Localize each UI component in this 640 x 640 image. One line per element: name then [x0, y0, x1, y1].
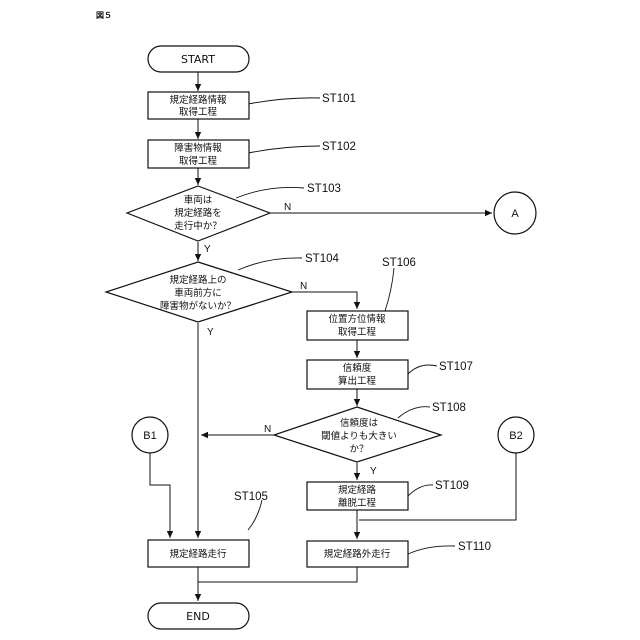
step-st110: ST110	[458, 541, 491, 553]
end-terminal: END	[148, 603, 249, 629]
st109-line-1: 規定経路	[338, 484, 377, 496]
st103-yes-label: Y	[204, 244, 211, 255]
connector-b2-label: B2	[509, 430, 522, 442]
st104-line-1: 規定経路上の	[169, 274, 226, 286]
st101-line-2: 取得工程	[179, 106, 218, 118]
step-st105: ST105	[234, 491, 268, 503]
start-terminal: START	[148, 46, 249, 72]
step-st103: ST103	[307, 183, 341, 195]
st106-box: 位置方位情報 取得工程	[307, 311, 408, 340]
st104-line-2: 車両前方に	[174, 287, 222, 299]
st108-line-2: 閾値よりも大きい	[321, 430, 397, 442]
st104-yes-label: Y	[207, 327, 214, 338]
step-st102: ST102	[322, 141, 356, 153]
st107-box: 信頼度 算出工程	[307, 360, 408, 389]
start-label: START	[181, 53, 215, 66]
st102-box: 障害物情報 取得工程	[148, 140, 249, 168]
step-st101: ST101	[322, 93, 356, 105]
st102-line-2: 取得工程	[179, 155, 218, 167]
leader-st109	[408, 485, 433, 496]
connector-a: A	[494, 192, 536, 234]
leader-st108	[398, 407, 430, 418]
st106-line-2: 取得工程	[338, 326, 377, 338]
connector-b1: B1	[132, 417, 168, 453]
st103-decision: 車両は 規定経路を 走行中か？	[127, 186, 270, 241]
figure-label: 図５	[96, 11, 112, 20]
st106-line-1: 位置方位情報	[328, 313, 386, 325]
st110-line-1: 規定経路外走行	[324, 548, 391, 560]
leader-st105	[248, 500, 262, 530]
leader-st101	[248, 98, 320, 104]
connector-b1-label: B1	[143, 430, 156, 442]
line-b1-st105	[150, 453, 170, 538]
leader-st102	[248, 146, 320, 153]
st104-no-label: N	[300, 281, 307, 292]
step-st104: ST104	[305, 253, 339, 265]
st105-line-1: 規定経路走行	[169, 548, 227, 560]
st103-line-2: 規定経路を	[174, 207, 222, 219]
st108-yes-label: Y	[370, 466, 377, 477]
leader-st104	[238, 258, 302, 270]
connector-a-label: A	[511, 208, 519, 220]
st109-box: 規定経路 離脱工程	[307, 482, 408, 510]
leader-st110	[408, 546, 455, 554]
st101-line-1: 規定経路情報	[169, 94, 227, 106]
st108-decision: 信頼度は 閾値よりも大きい か？	[274, 407, 441, 462]
step-st106: ST106	[382, 257, 416, 269]
st107-line-2: 算出工程	[338, 375, 377, 387]
st108-line-1: 信頼度は	[340, 417, 379, 429]
st103-no-label: N	[284, 202, 291, 213]
step-st107: ST107	[439, 361, 473, 373]
step-st108: ST108	[432, 402, 466, 414]
line-st104-st106	[292, 292, 357, 309]
st104-decision: 規定経路上の 車両前方に 障害物がないか？	[106, 262, 292, 322]
step-st109: ST109	[435, 480, 469, 492]
st108-line-3: か？	[349, 444, 368, 455]
st105-box: 規定経路走行	[148, 540, 249, 567]
st108-no-label: N	[264, 424, 271, 435]
st103-line-3: 走行中か？	[174, 220, 222, 232]
st107-line-1: 信頼度	[343, 362, 372, 374]
connector-b2: B2	[498, 417, 534, 453]
st102-line-1: 障害物情報	[174, 142, 222, 154]
leader-st103	[236, 187, 304, 198]
st110-box: 規定経路外走行	[307, 541, 408, 567]
leader-st106	[385, 268, 394, 311]
st104-line-3: 障害物がないか？	[160, 300, 236, 312]
st109-line-2: 離脱工程	[338, 497, 377, 509]
leader-st107	[408, 365, 437, 374]
st101-box: 規定経路情報 取得工程	[148, 92, 249, 119]
end-label: END	[186, 610, 210, 623]
line-st105-end	[198, 567, 357, 582]
st103-line-1: 車両は	[184, 194, 213, 206]
